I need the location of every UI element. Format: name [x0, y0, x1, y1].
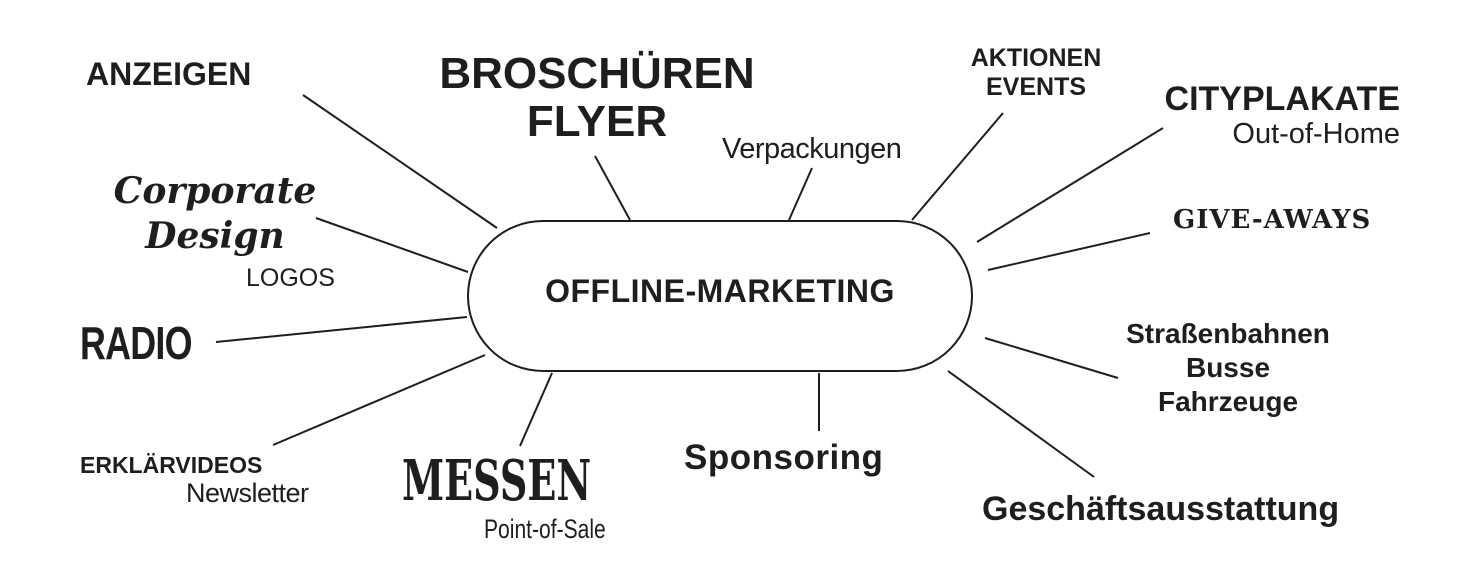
- node-sponsoring: Sponsoring: [684, 440, 883, 475]
- node-aktionen: AKTIONEN EVENTS: [952, 44, 1120, 102]
- node-sublabel-2: Fahrzeuge: [1157, 386, 1299, 417]
- node-label: RADIO: [80, 317, 193, 369]
- node-sublabel: Out-of-Home: [1232, 118, 1400, 150]
- connector-corporate: [315, 217, 469, 273]
- connector-verpackungen: [788, 167, 813, 221]
- connector-anzeigen: [302, 94, 498, 229]
- node-erklaervideos: ERKLÄRVIDEOS Newsletter: [80, 452, 309, 507]
- node-strassenbahnen: Straßenbahnen Busse Fahrzeuge: [1093, 317, 1363, 419]
- node-label: ERKLÄRVIDEOS: [80, 452, 263, 478]
- node-label: Verpackungen: [722, 133, 902, 165]
- node-label: Geschäftsausstattung: [982, 490, 1340, 528]
- node-label: CITYPLAKATE: [1164, 80, 1400, 118]
- node-label: Sponsoring: [684, 438, 884, 477]
- connector-giveaways: [987, 232, 1151, 271]
- node-messen: MESSEN Point-of-Sale: [402, 448, 680, 543]
- node-sublabel: FLYER: [526, 97, 668, 146]
- node-label: AKTIONEN: [970, 44, 1102, 72]
- node-sublabel: Busse: [1185, 352, 1271, 383]
- node-sublabel: Newsletter: [186, 478, 309, 508]
- connector-cityplakate: [976, 127, 1164, 243]
- node-giveaways: GIVE-AWAYS: [1173, 207, 1371, 233]
- connector-erklaervideos: [272, 354, 486, 446]
- node-label-line2: Design: [145, 215, 285, 257]
- node-label: Straßenbahnen: [1126, 318, 1330, 349]
- connector-aktionen: [911, 112, 1004, 221]
- node-anzeigen: ANZEIGEN: [86, 58, 251, 90]
- node-broschueren: BROSCHÜREN FLYER: [432, 50, 762, 146]
- node-label: BROSCHÜREN: [439, 49, 755, 98]
- node-label: Corporate: [113, 170, 317, 212]
- node-sublabel: LOGOS: [246, 264, 335, 292]
- node-cityplakate: CITYPLAKATE Out-of-Home: [1150, 80, 1400, 150]
- node-sublabel: Point-of-Sale: [484, 514, 606, 544]
- connector-messen: [519, 372, 553, 447]
- node-label: ANZEIGEN: [86, 56, 252, 92]
- node-corporate: Corporate Design LOGOS: [100, 168, 335, 291]
- connector-geschaeft: [947, 370, 1095, 478]
- node-label: MESSEN: [402, 448, 592, 514]
- connector-broschueren: [594, 155, 631, 221]
- center-label: OFFLINE-MARKETING: [545, 272, 895, 309]
- connector-radio: [215, 316, 468, 343]
- center-node: OFFLINE-MARKETING: [467, 220, 973, 372]
- node-verpackungen: Verpackungen: [722, 133, 902, 165]
- node-geschaeft: Geschäftsausstattung: [982, 492, 1339, 526]
- connector-strassenbahnen: [984, 337, 1119, 379]
- node-label: GIVE-AWAYS: [1173, 205, 1372, 235]
- node-radio: RADIO: [80, 317, 193, 369]
- node-sublabel: EVENTS: [985, 73, 1087, 101]
